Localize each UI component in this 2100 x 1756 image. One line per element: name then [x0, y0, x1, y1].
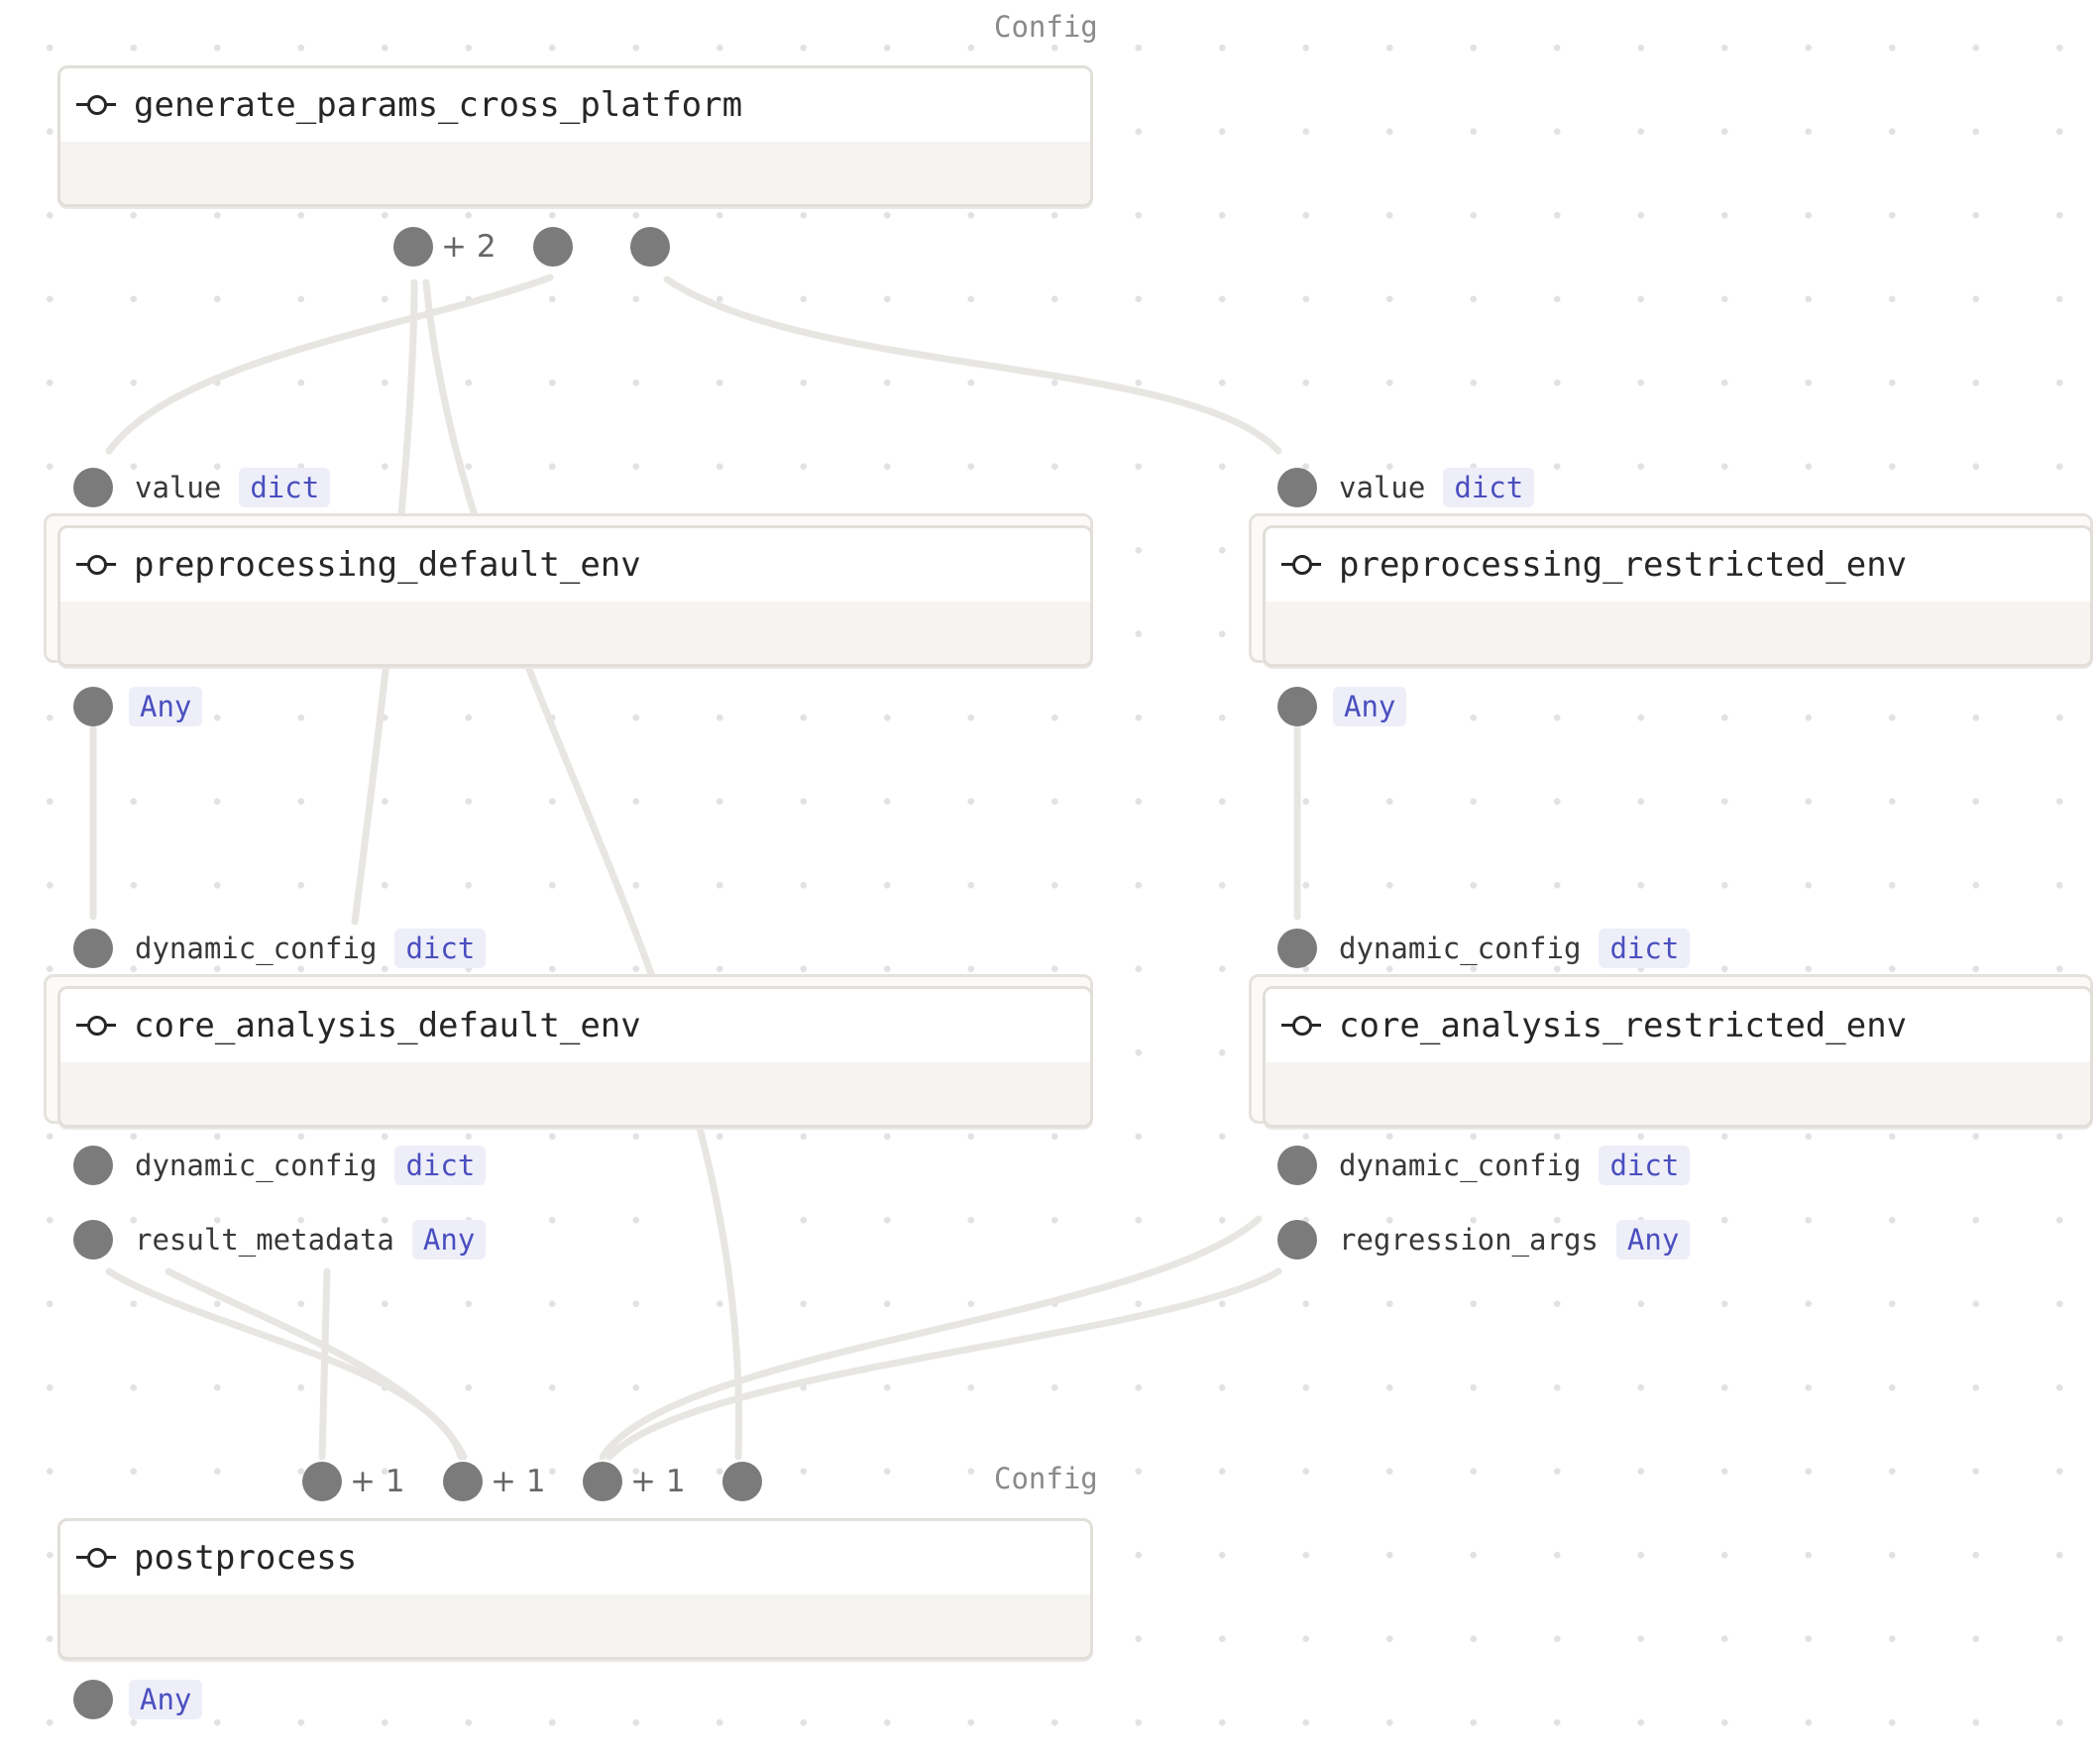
postprocess-input-port-1[interactable]: + 1: [302, 1462, 405, 1501]
edge-generate-to-postprocess: [422, 278, 743, 1461]
port-handle[interactable]: [583, 1462, 622, 1501]
port-type-badge: dict: [394, 929, 487, 968]
port-handle[interactable]: [73, 468, 113, 507]
port-extra-count: + 2: [441, 229, 497, 265]
node-type-icon: [76, 552, 116, 578]
port-extra-count: + 1: [491, 1464, 546, 1499]
port-handle[interactable]: [722, 1462, 762, 1501]
port-extra-count: + 1: [350, 1464, 405, 1499]
postprocess-input-port-2[interactable]: + 1: [443, 1462, 546, 1501]
port-type-badge: Any: [129, 1680, 203, 1719]
port-handle[interactable]: [1277, 1220, 1317, 1260]
port-type-badge: dict: [1599, 1146, 1691, 1185]
node-type-icon: [76, 1013, 116, 1039]
port-handle[interactable]: [73, 1680, 113, 1719]
port-handle[interactable]: [443, 1462, 483, 1501]
edge-core-restricted-regression-args-to-postprocess: [606, 1267, 1282, 1461]
node-title: postprocess: [134, 1538, 358, 1578]
edge-core-default-dynamic-config-to-postprocess: [105, 1267, 465, 1461]
node-core-analysis-default-env[interactable]: core_analysis_default_env: [44, 974, 1093, 1128]
port-handle[interactable]: [73, 929, 113, 968]
node-generate-params-cross-platform[interactable]: generate_params_cross_platform: [57, 65, 1093, 207]
port-label: dynamic_config: [135, 1149, 378, 1182]
core-restricted-output-port-2[interactable]: regression_args Any: [1277, 1220, 1691, 1260]
port-label: dynamic_config: [1339, 932, 1582, 965]
core-restricted-output-port-1[interactable]: dynamic_config dict: [1277, 1146, 1691, 1185]
node-body: [1266, 1062, 2090, 1125]
core-restricted-input-port[interactable]: dynamic_config dict: [1277, 929, 1691, 968]
node-title: preprocessing_restricted_env: [1339, 545, 1908, 585]
port-type-badge: Any: [1615, 1220, 1691, 1260]
postprocess-config-label: Config: [994, 1462, 1098, 1495]
pre-default-input-port[interactable]: value dict: [73, 468, 331, 507]
port-label: regression_args: [1339, 1223, 1599, 1257]
port-type-badge: Any: [411, 1220, 487, 1260]
node-title: preprocessing_default_env: [134, 545, 641, 585]
generate-output-port-2[interactable]: [533, 227, 573, 267]
node-type-icon: [1281, 552, 1321, 578]
generate-output-port-3[interactable]: [630, 227, 670, 267]
port-handle[interactable]: [73, 1146, 113, 1185]
node-type-icon: [76, 92, 116, 118]
port-label: result_metadata: [135, 1223, 394, 1257]
port-handle[interactable]: [533, 227, 573, 267]
port-handle[interactable]: [73, 1220, 113, 1260]
pre-default-output-port[interactable]: Any: [73, 687, 203, 726]
generate-output-port-1[interactable]: + 2: [393, 227, 497, 267]
port-handle[interactable]: [1277, 468, 1317, 507]
postprocess-output-port[interactable]: Any: [73, 1680, 203, 1719]
pre-restricted-input-port[interactable]: value dict: [1277, 468, 1535, 507]
node-preprocessing-default-env[interactable]: preprocessing_default_env: [44, 513, 1093, 667]
port-label: dynamic_config: [135, 932, 378, 965]
port-handle[interactable]: [1277, 929, 1317, 968]
generate-config-label: Config: [994, 10, 1098, 44]
core-default-input-port[interactable]: dynamic_config dict: [73, 929, 487, 968]
port-label: value: [135, 471, 222, 504]
pre-restricted-output-port[interactable]: Any: [1277, 687, 1407, 726]
port-type-badge: dict: [239, 468, 331, 507]
edge-core-default-metadata-to-postprocess: [165, 1267, 468, 1461]
node-postprocess[interactable]: postprocess: [57, 1518, 1093, 1660]
core-default-output-port-1[interactable]: dynamic_config dict: [73, 1146, 487, 1185]
node-body: [60, 142, 1090, 204]
port-handle[interactable]: [73, 687, 113, 726]
port-label: value: [1339, 471, 1426, 504]
node-title: core_analysis_default_env: [134, 1006, 641, 1045]
port-handle[interactable]: [302, 1462, 342, 1501]
node-body: [60, 1594, 1090, 1657]
core-default-output-port-2[interactable]: result_metadata Any: [73, 1220, 487, 1260]
edge-generate-to-preprocessing-default: [105, 274, 554, 455]
port-handle[interactable]: [1277, 687, 1317, 726]
postprocess-input-port-4[interactable]: [722, 1462, 762, 1501]
port-label: dynamic_config: [1339, 1149, 1582, 1182]
port-extra-count: + 1: [630, 1464, 686, 1499]
port-type-badge: dict: [394, 1146, 487, 1185]
port-type-badge: Any: [129, 687, 203, 726]
node-body: [60, 1062, 1090, 1125]
node-title: generate_params_cross_platform: [134, 85, 743, 125]
node-preprocessing-restricted-env[interactable]: preprocessing_restricted_env: [1249, 513, 2093, 667]
port-type-badge: Any: [1333, 687, 1407, 726]
node-core-analysis-restricted-env[interactable]: core_analysis_restricted_env: [1249, 974, 2093, 1128]
port-type-badge: dict: [1599, 929, 1691, 968]
node-body: [1266, 602, 2090, 664]
edge-core-restricted-dynamic-config-to-postprocess: [599, 1215, 1263, 1461]
edge-core-default-to-postprocess-first: [318, 1267, 331, 1461]
node-type-icon: [1281, 1013, 1321, 1039]
postprocess-input-port-3[interactable]: + 1: [583, 1462, 686, 1501]
port-handle[interactable]: [393, 227, 433, 267]
port-handle[interactable]: [630, 227, 670, 267]
node-title: core_analysis_restricted_env: [1339, 1006, 1908, 1045]
edge-generate-to-preprocessing-restricted: [663, 275, 1282, 455]
port-handle[interactable]: [1277, 1146, 1317, 1185]
port-type-badge: dict: [1443, 468, 1535, 507]
node-body: [60, 602, 1090, 664]
node-type-icon: [76, 1545, 116, 1571]
